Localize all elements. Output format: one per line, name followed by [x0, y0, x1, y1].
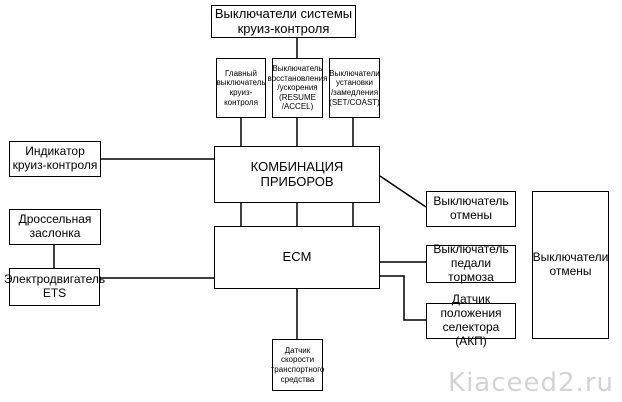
combination-meter-box: КОМБИНАЦИЯ ПРИБОРОВ: [214, 146, 380, 203]
resume-accel-switch-box: Выключатель восстановления /ускорения (R…: [268, 58, 327, 118]
switches-system-box: Выключатели системы круиз-контроля: [211, 5, 356, 38]
set-coast-switch-box: Выключатели установки /замедления (SET/C…: [329, 58, 380, 118]
vehicle-speed-sensor-box: Датчик скорости транспортного средства: [271, 339, 324, 391]
ecm-box: ECM: [214, 226, 380, 289]
selector-position-sensor-box: Датчик положения селектора (АКП): [426, 293, 516, 348]
line-ecm-to-selector: [380, 275, 426, 321]
line-meter-to-cancel: [379, 175, 427, 208]
throttle-box: Дроссельная заслонка: [9, 209, 101, 245]
cruise-indicator-box: Индикатор круиз-контроля: [9, 141, 101, 177]
brake-switch-box: Выключатель педали тормоза: [426, 242, 516, 284]
cancel-switches-right-box: Выключатели отмены: [532, 191, 609, 339]
watermark: Kiaceed2.ru: [448, 368, 614, 398]
main-switch-box: Главный выключатель круиз- контроля: [216, 58, 266, 118]
ets-motor-box: Электродвигатель ETS: [4, 268, 105, 306]
cancel-switch-box: Выключатель отмены: [426, 191, 516, 227]
